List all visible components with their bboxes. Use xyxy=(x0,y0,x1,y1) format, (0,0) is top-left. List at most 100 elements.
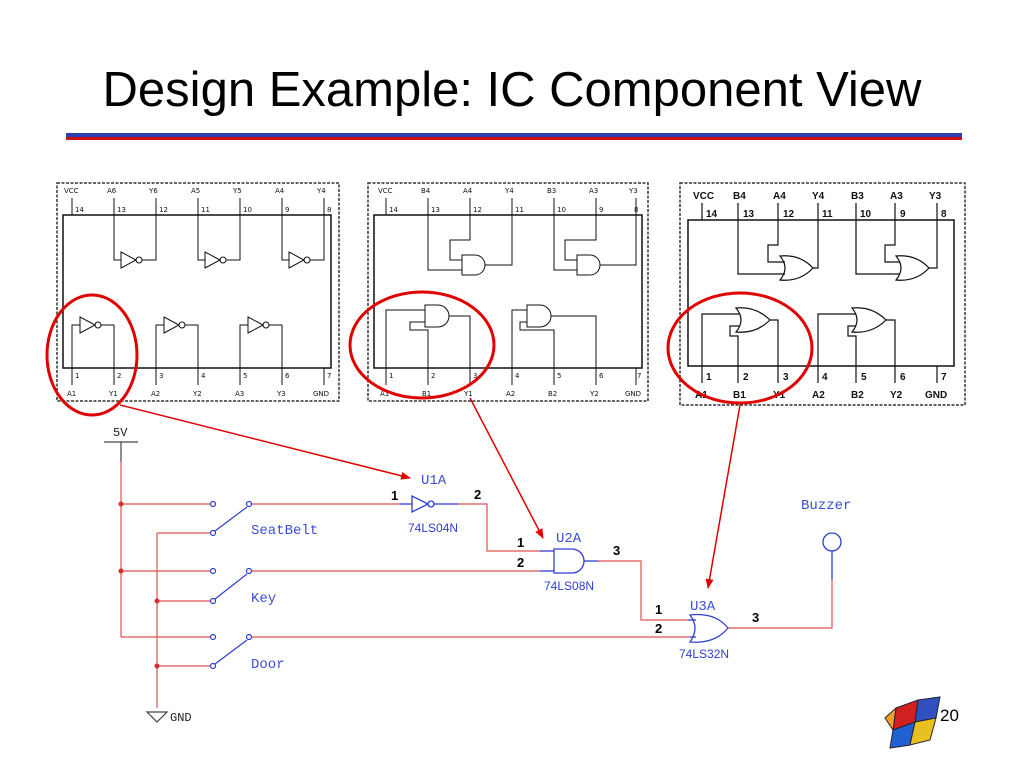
pin-number: 11 xyxy=(515,206,524,214)
u3a-part: 74LS32N xyxy=(679,647,729,661)
switch-label-door: Door xyxy=(251,657,285,673)
pin-number: 7 xyxy=(327,372,331,380)
pin-label: Y4 xyxy=(504,187,514,195)
pin-label: GND xyxy=(313,390,329,398)
pin-number: 5 xyxy=(557,372,561,380)
title-underline xyxy=(66,133,962,140)
pin-number: 6 xyxy=(599,372,604,380)
pin-number: 9 xyxy=(599,206,603,214)
highlight-or-gate xyxy=(666,291,814,405)
pin-label: B1 xyxy=(733,390,746,401)
pin-label: A6 xyxy=(107,187,117,195)
pin-label: Y2 xyxy=(192,390,202,398)
pin-number: 4 xyxy=(822,372,828,383)
u1a-pin-in: 1 xyxy=(391,488,398,503)
pin-number: 3 xyxy=(783,372,789,383)
key-switch xyxy=(209,567,253,605)
pin-label: A2 xyxy=(151,390,160,398)
pin-label: A4 xyxy=(463,187,473,195)
pin-number: 13 xyxy=(117,206,126,214)
pin-label: A4 xyxy=(275,187,285,195)
seatbelt-switch xyxy=(209,500,253,537)
u2a-pin-in2: 2 xyxy=(517,555,524,570)
u3a-name: U3A xyxy=(690,599,716,615)
pin-label: B2 xyxy=(851,390,864,401)
switch-label-seatbelt: SeatBelt xyxy=(251,523,318,539)
pin-label: Y4 xyxy=(812,191,825,202)
u3a-pin-in2: 2 xyxy=(655,621,662,636)
u1a-inverter xyxy=(400,494,458,514)
pin-label: A3 xyxy=(589,187,598,195)
pin-label: Y1 xyxy=(108,390,118,398)
pin-label: VCC xyxy=(64,187,79,195)
pointer-arrow-u2a xyxy=(469,397,544,539)
pin-label: Y1 xyxy=(463,390,473,398)
pin-number: 8 xyxy=(634,206,638,214)
pin-label: Y6 xyxy=(148,187,158,195)
pin-label: A1 xyxy=(67,390,76,398)
pin-number: 14 xyxy=(75,206,84,214)
pin-number: 11 xyxy=(822,209,833,220)
pin-label: Y4 xyxy=(316,187,326,195)
pin-label: Y2 xyxy=(589,390,599,398)
pin-number: 2 xyxy=(743,372,749,383)
pin-label: Y3 xyxy=(628,187,638,195)
u3a-pin-out: 3 xyxy=(752,610,759,625)
pin-number: 13 xyxy=(431,206,440,214)
pin-number: 4 xyxy=(515,372,520,380)
u3a-or-gate xyxy=(688,613,729,643)
pin-number: 14 xyxy=(706,209,718,220)
logo-icon xyxy=(884,696,941,749)
page-number: 20 xyxy=(940,706,959,725)
u2a-part: 74LS08N xyxy=(544,579,594,593)
pin-label: B3 xyxy=(851,191,864,202)
switch-label-key: Key xyxy=(251,591,276,607)
pin-number: 7 xyxy=(637,372,641,380)
pin-number: 9 xyxy=(285,206,289,214)
pin-label: B4 xyxy=(421,187,431,195)
pin-number: 8 xyxy=(941,209,947,220)
pin-label: VCC xyxy=(693,191,714,202)
pin-number: 10 xyxy=(860,209,872,220)
pin-number: 2 xyxy=(431,372,435,380)
pin-label: B1 xyxy=(422,390,431,398)
pin-label: Y5 xyxy=(232,187,242,195)
slide-title: Design Example: IC Component View xyxy=(102,63,922,117)
pin-number: 3 xyxy=(473,372,477,380)
pin-label: Y2 xyxy=(890,390,903,401)
pin-number: 6 xyxy=(285,372,290,380)
u3a-pin-in1: 1 xyxy=(655,602,662,617)
pin-number: 1 xyxy=(75,372,79,380)
pin-number: 8 xyxy=(327,206,331,214)
ground-label: GND xyxy=(170,711,192,725)
pin-number: 12 xyxy=(473,206,482,214)
pin-label: A4 xyxy=(773,191,786,202)
pin-number: 1 xyxy=(389,372,393,380)
pin-label: Y3 xyxy=(929,191,942,202)
pin-number: 9 xyxy=(900,209,906,220)
door-switch xyxy=(209,633,253,670)
pin-number: 13 xyxy=(743,209,755,220)
pin-number: 10 xyxy=(557,206,566,214)
u1a-part: 74LS04N xyxy=(408,521,458,535)
pin-number: 5 xyxy=(861,372,867,383)
pin-number: 1 xyxy=(706,372,712,383)
pin-number: 3 xyxy=(159,372,163,380)
chip-7404-pinout: VCC A6 Y6 A5 Y5 A4 Y4 14 13 12 11 10 9 8… xyxy=(56,182,340,402)
pointer-arrow-u3a xyxy=(705,404,741,589)
u1a-pin-out: 2 xyxy=(474,487,481,502)
pin-label: GND xyxy=(625,390,641,398)
highlight-not-gate xyxy=(45,293,139,417)
pointer-arrow-u1a xyxy=(119,404,411,480)
pin-number: 6 xyxy=(900,372,906,383)
pin-label: A5 xyxy=(191,187,200,195)
pin-label: VCC xyxy=(378,187,393,195)
pin-number: 11 xyxy=(201,206,210,214)
pin-number: 12 xyxy=(159,206,168,214)
pin-label: A3 xyxy=(235,390,244,398)
supply-label: 5V xyxy=(113,426,128,440)
pin-number: 5 xyxy=(243,372,247,380)
pin-number: 2 xyxy=(117,372,121,380)
u2a-pin-out: 3 xyxy=(613,543,620,558)
